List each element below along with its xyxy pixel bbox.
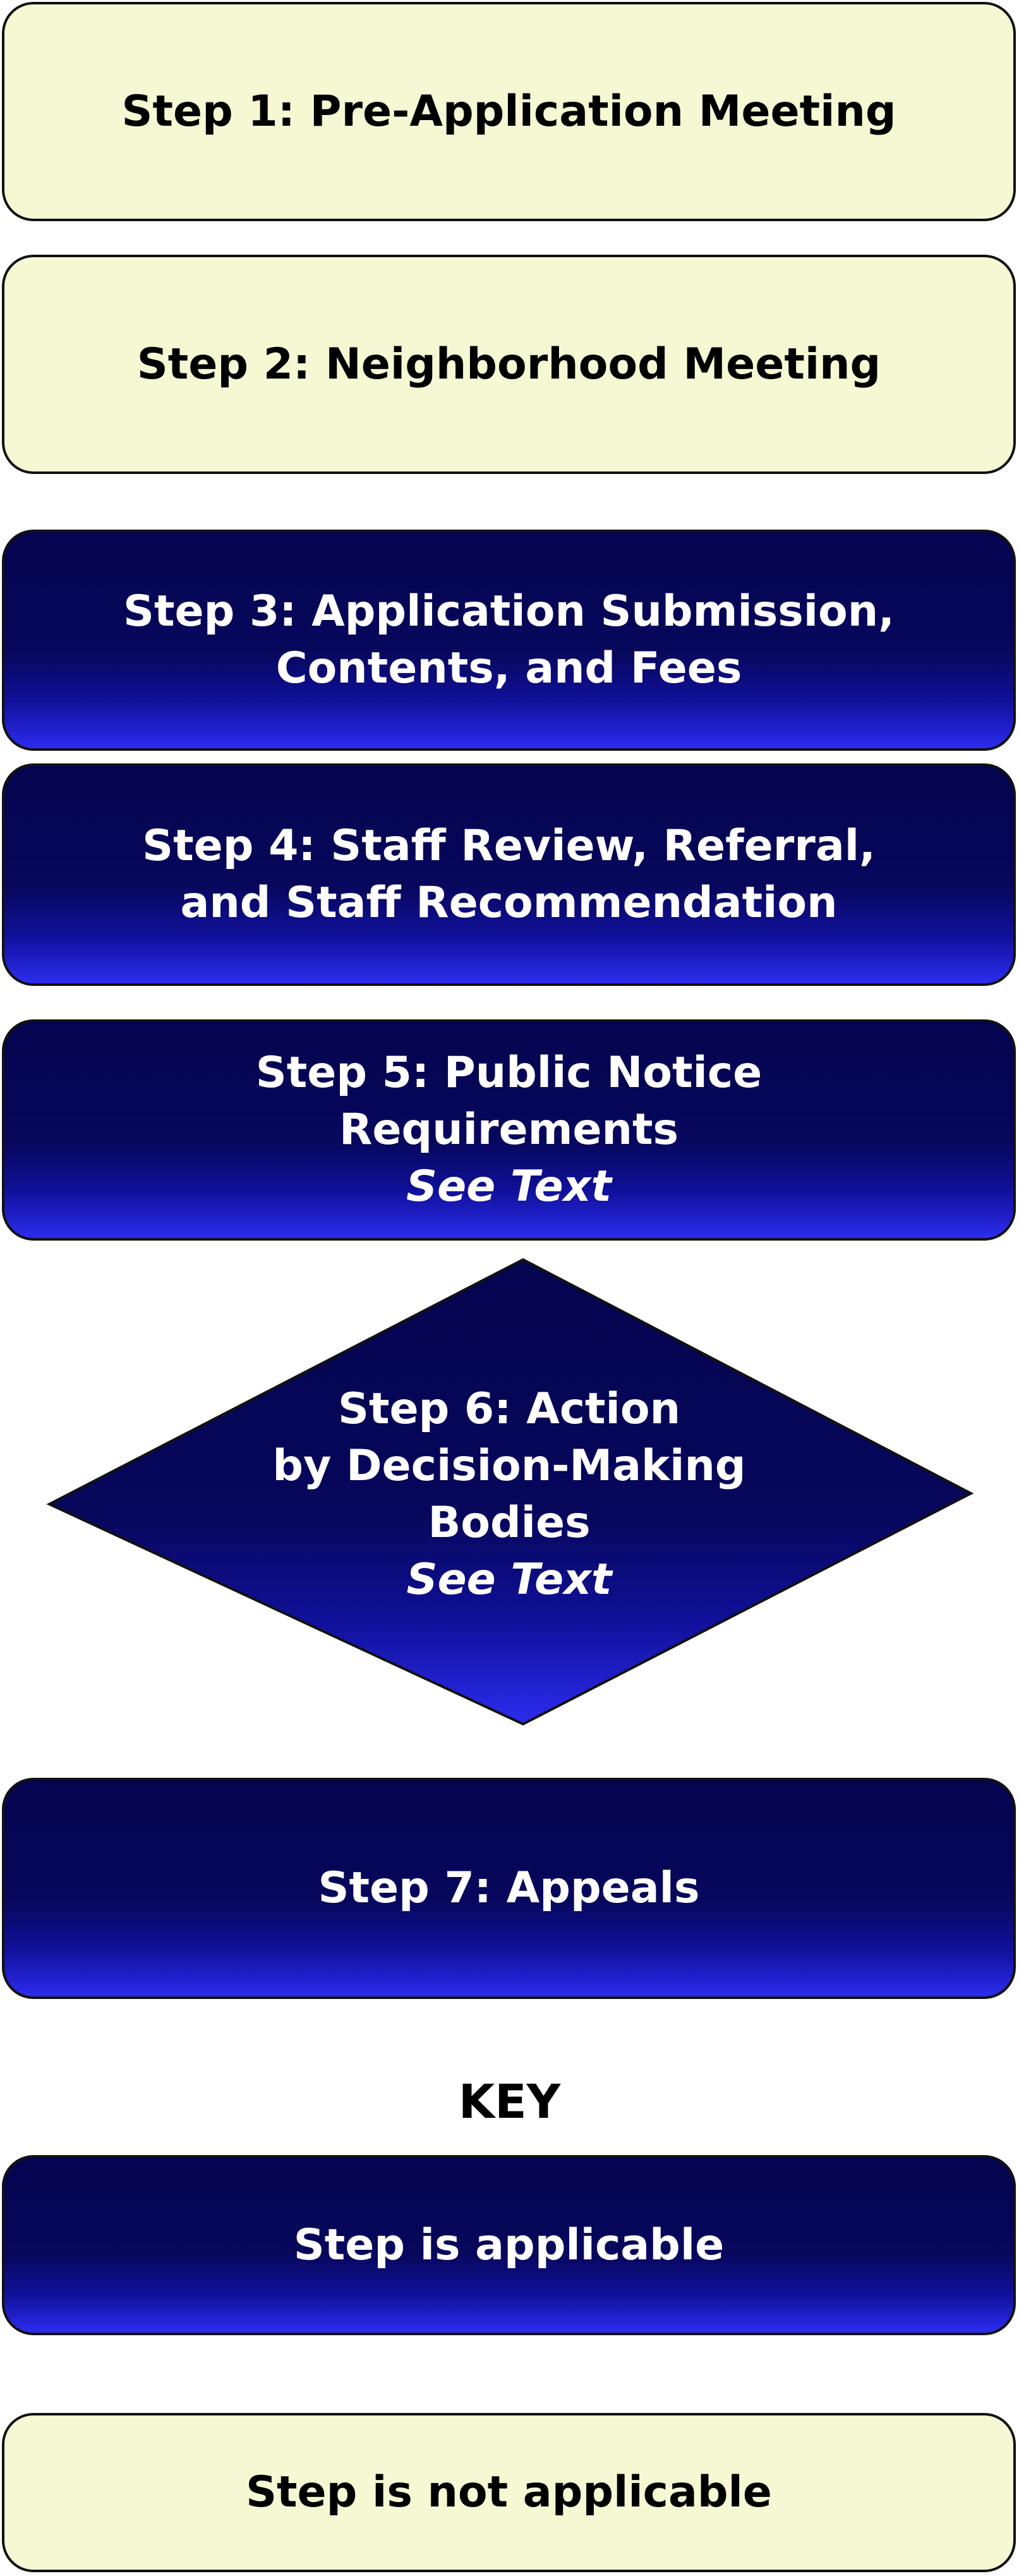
step-5-label-line-2: Requirements	[339, 1105, 678, 1155]
key-applicable-label: Step is applicable	[293, 2220, 725, 2270]
key-not-applicable-label: Step is not applicable	[246, 2467, 772, 2517]
step-4-box: Step 4: Staff Review, Referral, and Staf…	[2, 763, 1016, 986]
step-3-label-line-2: Contents, and Fees	[275, 643, 742, 693]
step-6-text: Step 6: Action by Decision-Making Bodies…	[193, 1381, 825, 1608]
step-5-label-line-1: Step 5: Public Notice	[255, 1048, 763, 1098]
step-5-box: Step 5: Public Notice Requirements See T…	[2, 1019, 1016, 1241]
step-3-box: Step 3: Application Submission, Contents…	[2, 530, 1016, 751]
key-applicable-box: Step is applicable	[2, 2155, 1016, 2335]
step-3-label-line-1: Step 3: Application Submission,	[123, 586, 895, 636]
step-4-label-line-1: Step 4: Staff Review, Referral,	[142, 821, 876, 871]
step-6-label-line-3: Bodies	[428, 1498, 591, 1548]
step-6-note: See Text	[406, 1555, 612, 1605]
step-6-label-line-1: Step 6: Action	[337, 1384, 680, 1434]
step-5-note: See Text	[406, 1162, 612, 1212]
step-7-box: Step 7: Appeals	[2, 1778, 1016, 1999]
step-7-label: Step 7: Appeals	[318, 1863, 700, 1913]
step-4-label-line-2: and Staff Recommendation	[180, 878, 838, 928]
step-1-box: Step 1: Pre-Application Meeting	[2, 2, 1016, 221]
step-1-label: Step 1: Pre-Application Meeting	[121, 86, 896, 137]
key-not-applicable-box: Step is not applicable	[2, 2413, 1016, 2572]
step-2-label: Step 2: Neighborhood Meeting	[136, 339, 881, 389]
step-6-label-line-2: by Decision-Making	[272, 1441, 746, 1491]
key-title: KEY	[458, 2075, 561, 2129]
step-2-box: Step 2: Neighborhood Meeting	[2, 255, 1016, 474]
